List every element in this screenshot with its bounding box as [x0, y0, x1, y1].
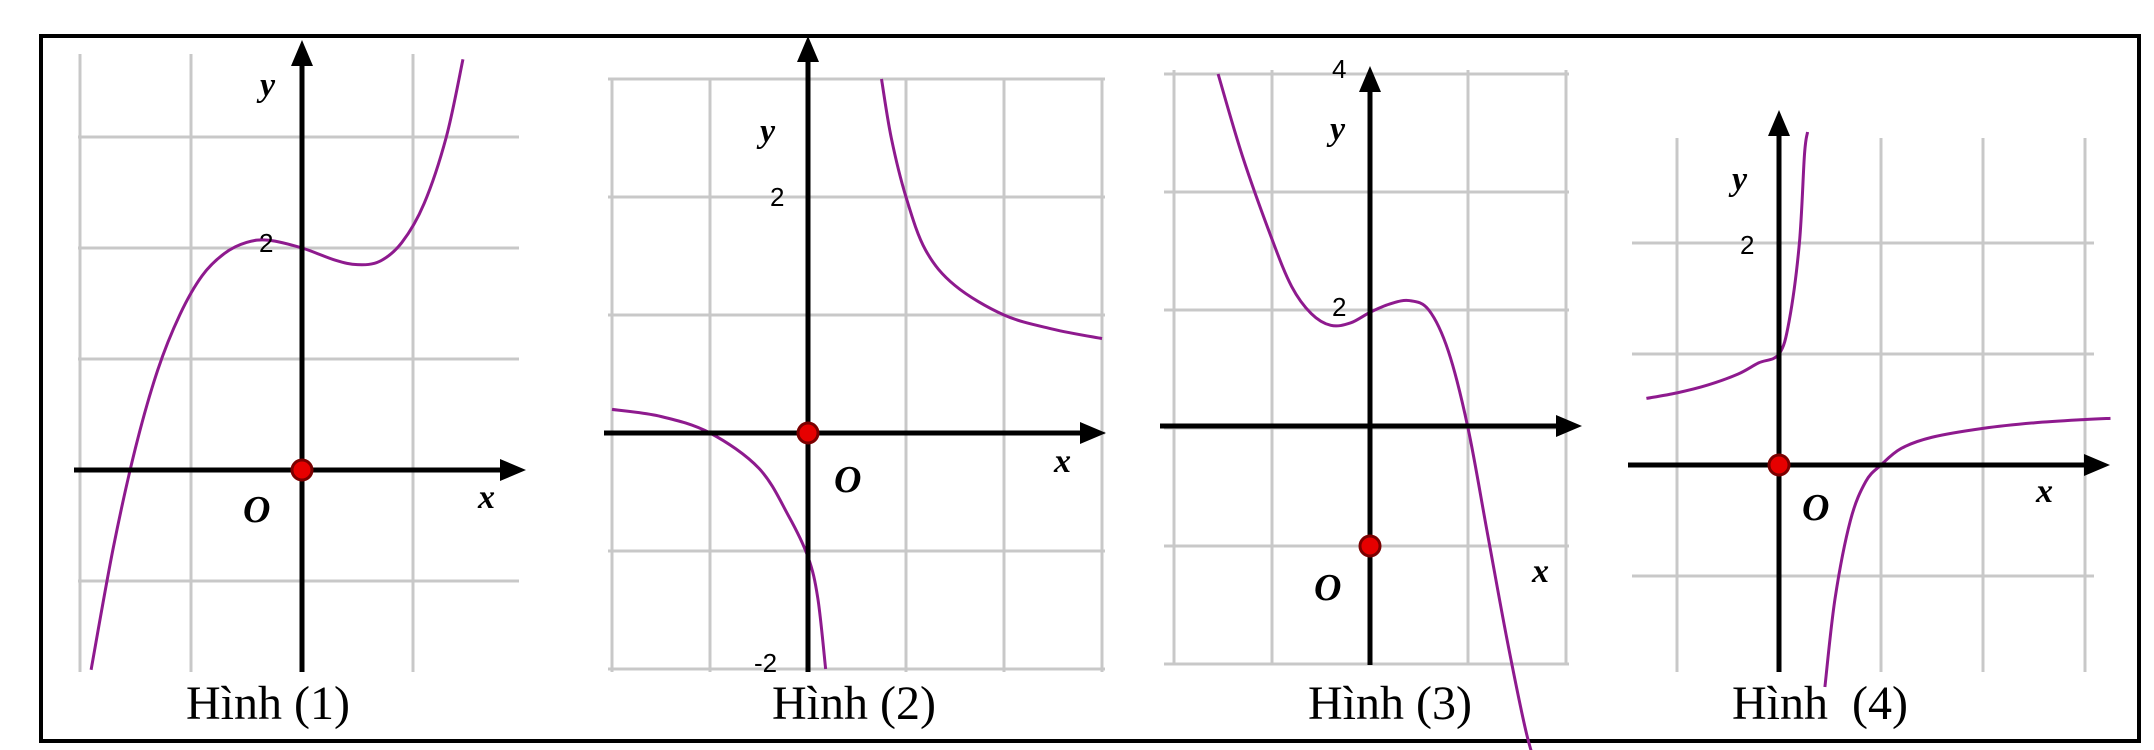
graph-4-grid — [1632, 138, 2094, 672]
graph-4-curve-1 — [1646, 131, 1810, 400]
graph-3-svg: y x O 2 4 — [1160, 54, 1582, 750]
graph-3-x-arrow — [1556, 415, 1582, 437]
graph-3-grid — [1164, 70, 1569, 666]
graph-1-curve-1 — [89, 58, 465, 671]
graph-1-y-arrow — [291, 40, 313, 66]
graph-4-axes — [1628, 110, 2110, 672]
graph-2-ylabel: y — [756, 113, 776, 150]
figure-frame — [39, 34, 2141, 743]
graph-1-svg: y x O 2 — [74, 40, 526, 672]
graph-1-origin-marker — [290, 458, 314, 482]
graph-3-origin-label: O — [1314, 567, 1341, 609]
graph-4-ylabel: y — [1728, 161, 1748, 198]
graph-1-grid — [78, 54, 519, 672]
graph-3-axes — [1160, 66, 1582, 665]
graph-2-tick-label-2: 2 — [770, 182, 784, 212]
graph-panel-4: y x O 2 — [1628, 110, 2112, 688]
graph-4-svg: y x O 2 — [1628, 110, 2111, 688]
graph-4-origin-label: O — [1802, 487, 1829, 529]
graph-3-curve-1 — [1216, 73, 1533, 750]
graph-3-y-arrow — [1359, 66, 1381, 92]
graph-2-origin-label: O — [834, 459, 861, 501]
graph-panel-3: y x O 2 4 — [1160, 54, 1584, 750]
graph-4-curves — [1646, 131, 2111, 688]
graph-4-tick-label-2: 2 — [1740, 230, 1754, 260]
graph-2-x-arrow — [1080, 422, 1106, 444]
graph-1-ylabel: y — [256, 67, 276, 104]
graph-3-tick-label-4: 4 — [1332, 54, 1346, 84]
graph-2-y-arrow — [797, 36, 819, 62]
graph-4-y-arrow — [1768, 110, 1790, 136]
graph-2-xlabel: x — [1053, 443, 1071, 480]
graph-panel-1: y x O 2 — [74, 40, 528, 672]
graph-4-curve-2 — [1823, 416, 2111, 688]
graph-panel-2: y x O 2 -2 — [604, 36, 1108, 678]
graph-2-curves — [611, 78, 1103, 670]
graph-1-caption: Hình (1) — [186, 677, 350, 730]
graph-3-caption: Hình (3) — [1308, 677, 1472, 730]
graph-1-tick-label-2: 2 — [259, 228, 273, 258]
graph-1-xlabel: x — [477, 479, 495, 516]
graph-3-curves — [1216, 73, 1533, 750]
graph-2-tick-label-neg2: -2 — [754, 648, 777, 678]
graph-2-caption: Hình (2) — [772, 677, 936, 730]
graph-2-svg: y x O 2 -2 — [604, 36, 1106, 678]
graph-4-caption: Hình (4) — [1732, 677, 1908, 730]
graph-3-origin-marker — [1358, 534, 1382, 558]
graph-1-curves — [89, 58, 465, 671]
graph-1-axes — [74, 40, 526, 672]
graph-1-x-arrow — [500, 459, 526, 481]
graph-3-ylabel: y — [1326, 111, 1346, 148]
graph-3-tick-label-2: 2 — [1332, 292, 1346, 322]
graph-4-xlabel: x — [2035, 473, 2053, 510]
graph-2-curve-1 — [611, 407, 828, 670]
graph-2-axes — [604, 36, 1106, 672]
graph-4-x-arrow — [2084, 454, 2110, 476]
graph-1-origin-label: O — [243, 489, 270, 531]
graph-2-origin-marker — [796, 421, 820, 445]
graph-3-xlabel: x — [1531, 553, 1549, 590]
graph-2-grid — [608, 77, 1105, 672]
graph-2-curve-2 — [880, 78, 1103, 341]
graph-4-origin-marker — [1767, 453, 1791, 477]
